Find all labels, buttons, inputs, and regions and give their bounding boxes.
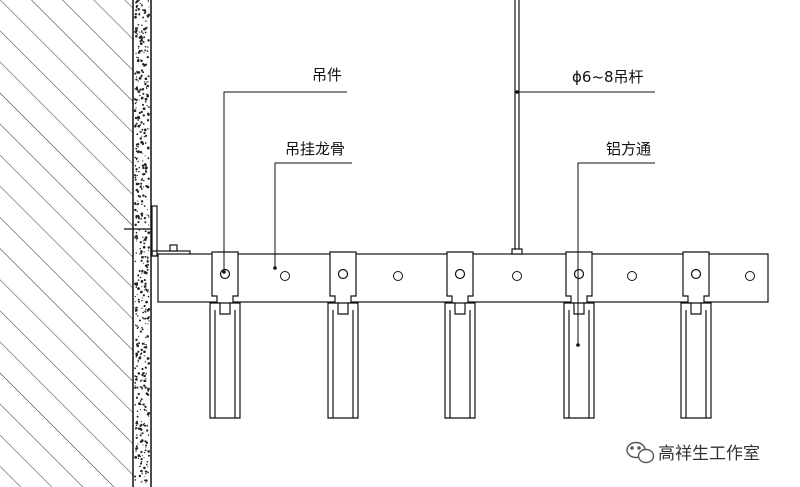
aluminum-tube: [327, 302, 359, 419]
wechat-icon: [626, 441, 655, 464]
label-keel: 吊挂龙骨: [285, 140, 345, 158]
label-tube: 铝方通: [606, 140, 651, 158]
hanger-hole: [337, 268, 349, 280]
aluminum-tube: [563, 302, 595, 419]
aluminum-tube: [444, 302, 476, 419]
hanger-hole: [573, 268, 585, 280]
keel-hole: [745, 271, 755, 281]
hanger-unit: [209, 251, 241, 419]
keel-hole: [627, 271, 637, 281]
keel-hole: [280, 271, 290, 281]
hanger-unit: [444, 251, 476, 419]
hanger-unit: [563, 251, 595, 419]
plaster-layer: [133, 0, 152, 487]
aluminum-tube: [209, 302, 241, 419]
keel-hole: [393, 271, 403, 281]
watermark: 高祥生工作室: [626, 441, 760, 464]
watermark-text: 高祥生工作室: [658, 444, 760, 464]
suspension-rod: [511, 0, 523, 255]
wall-angle-bracket: [124, 205, 191, 257]
leader-lines: [223, 91, 655, 345]
label-rod: ϕ6~8吊杆: [572, 68, 644, 86]
keel-holes: [280, 271, 755, 281]
hanger-hole: [454, 268, 466, 280]
wall-hatch: [0, 0, 133, 487]
hanger-hole: [690, 268, 702, 280]
hanger-units: [209, 251, 712, 419]
leader-dots: [222, 90, 580, 347]
hanger-unit: [327, 251, 359, 419]
hanger-unit: [680, 251, 712, 419]
aluminum-tube: [680, 302, 712, 419]
keel-hole: [512, 271, 522, 281]
label-hanger: 吊件: [312, 66, 342, 84]
